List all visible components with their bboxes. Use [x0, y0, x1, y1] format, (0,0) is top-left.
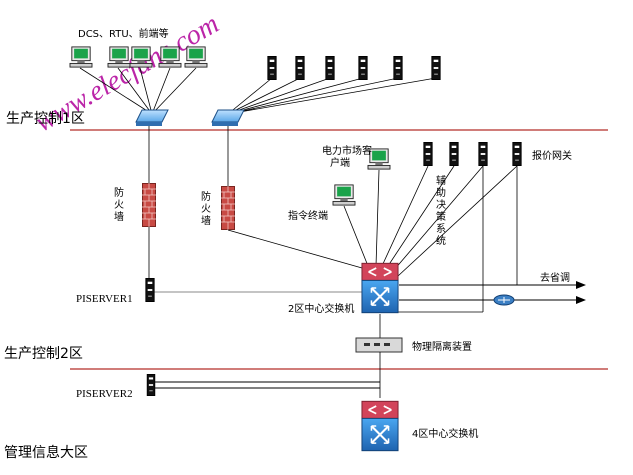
firewall-left-icon — [142, 183, 156, 227]
svg-text:防: 防 — [201, 190, 211, 203]
power-market-label-2: 户端 — [330, 156, 350, 169]
quote-gateway-label: 报价网关 — [532, 149, 572, 162]
zone4-center-switch-icon — [361, 400, 399, 452]
isolation-label: 物理隔离装置 — [412, 340, 472, 353]
piserver2-label: PISERVER2 — [76, 388, 133, 400]
dcs-pc-5-icon — [184, 46, 208, 68]
firewall-right-icon — [221, 186, 235, 230]
rtu-server-3-icon — [325, 56, 335, 80]
svg-text:助: 助 — [436, 186, 446, 199]
dcs-pc-4-icon — [158, 46, 182, 68]
dcs-pc-3-icon — [129, 46, 153, 68]
rtu-server-2-icon — [295, 56, 305, 80]
right-hub-icon — [211, 109, 245, 126]
zone2-center-switch-icon — [361, 262, 399, 314]
isolation-device-icon — [355, 337, 403, 353]
rtu-server-1-icon — [267, 56, 277, 80]
svg-text:策: 策 — [436, 210, 446, 223]
zone4-switch-label: 4区中心交换机 — [412, 427, 478, 440]
command-terminal-pc-icon — [332, 184, 356, 206]
svg-text:系: 系 — [436, 223, 446, 235]
piserver2-icon — [146, 374, 156, 396]
rtu-links — [227, 77, 437, 115]
router-icon — [493, 294, 515, 306]
quote-gateway-server-icon — [512, 142, 522, 166]
firewall-right-label: 防火墙 — [201, 190, 211, 227]
decision-server-2-icon — [449, 142, 459, 166]
command-terminal-label: 指令终端 — [288, 209, 328, 222]
zone1-label: 生产控制1区 — [6, 111, 85, 127]
rtu-server-5-icon — [393, 56, 403, 80]
svg-text:决: 决 — [436, 199, 446, 211]
piserver1-icon — [145, 278, 155, 302]
zone3-label: 管理信息大区 — [4, 444, 88, 461]
dcs-pc-1-icon — [69, 46, 93, 68]
svg-text:辅: 辅 — [436, 174, 446, 187]
svg-text:火: 火 — [114, 199, 124, 211]
decision-support-label: 辅助决 策系统 — [436, 174, 446, 247]
decision-server-1-icon — [423, 142, 433, 166]
zone2-label: 生产控制2区 — [4, 346, 83, 362]
svg-text:防: 防 — [114, 186, 124, 199]
svg-text:统: 统 — [436, 234, 446, 247]
zone2-switch-label: 2区中心交换机 — [288, 302, 354, 315]
dcs-rtu-label: DCS、RTU、前端等 — [78, 27, 169, 40]
svg-text:墙: 墙 — [201, 214, 211, 227]
to-province-label: 去省调 — [540, 271, 570, 284]
rtu-server-6-icon — [431, 56, 441, 80]
decision-server-3-icon — [478, 142, 488, 166]
piserver1-label: PISERVER1 — [76, 293, 133, 305]
firewall-to-switch-link — [227, 229, 363, 269]
dcs-pc-2-icon — [107, 46, 131, 68]
left-hub-icon — [135, 109, 169, 126]
pc-links — [79, 67, 197, 115]
client-links — [343, 165, 518, 277]
power-market-label-1: 电力市场客 — [322, 144, 372, 157]
rtu-server-4-icon — [358, 56, 368, 80]
firewall-left-label: 防火墙 — [114, 186, 124, 223]
svg-text:火: 火 — [201, 203, 211, 215]
svg-text:墙: 墙 — [114, 210, 124, 223]
